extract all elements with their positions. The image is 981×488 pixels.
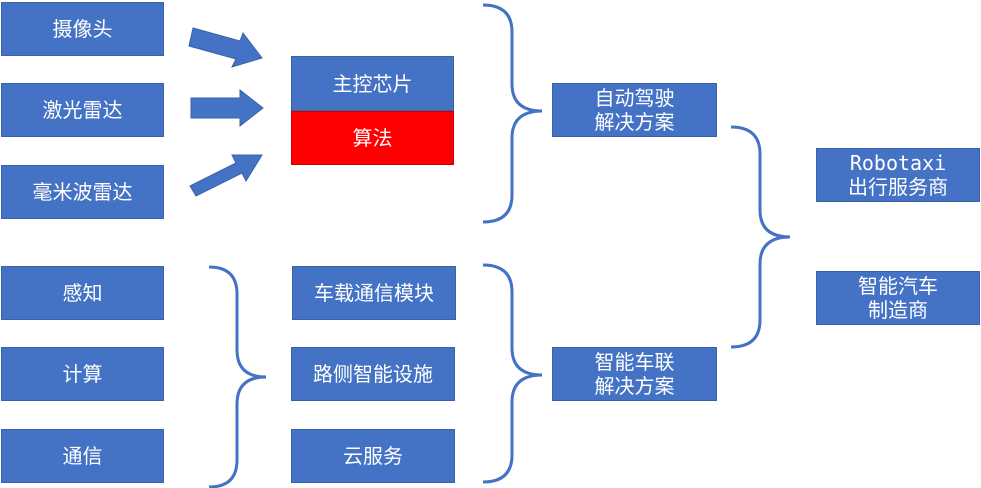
connected-vehicle-line2: 解决方案 <box>594 374 675 398</box>
brace-capabilities <box>208 265 267 488</box>
arrow-lidar-to-chip <box>190 88 264 128</box>
autonomous-driving-line1: 自动驾驶 <box>594 86 675 110</box>
main-chip-label: 主控芯片 <box>332 71 413 96</box>
robotaxi-line1: Robotaxi <box>849 151 947 175</box>
perception-label: 感知 <box>62 281 103 305</box>
roadside-facility-label: 路侧智能设施 <box>313 362 433 386</box>
camera-box: 摄像头 <box>1 2 164 56</box>
brace-to-customers <box>730 125 791 349</box>
mmwave-radar-box: 毫米波雷达 <box>1 165 164 219</box>
robotaxi-line2: 出行服务商 <box>848 175 948 199</box>
communication-label: 通信 <box>62 444 103 468</box>
connected-vehicle-line1: 智能车联 <box>594 350 675 374</box>
roadside-facility-box: 路侧智能设施 <box>291 347 455 401</box>
brace-to-autonomous-driving <box>482 3 543 224</box>
vehicle-comm-module-label: 车载通信模块 <box>314 281 434 305</box>
smart-car-maker-box: 智能汽车 制造商 <box>816 271 980 325</box>
mmwave-radar-label: 毫米波雷达 <box>32 180 133 204</box>
robotaxi-operator-box: Robotaxi 出行服务商 <box>816 148 980 202</box>
autonomous-driving-solution-box: 自动驾驶 解决方案 <box>552 83 717 137</box>
smart-car-maker-line2: 制造商 <box>868 298 928 322</box>
camera-label: 摄像头 <box>52 17 113 41</box>
perception-box: 感知 <box>1 266 164 320</box>
algorithm-box: 算法 <box>291 111 454 165</box>
brace-to-connected-vehicle <box>482 263 543 484</box>
arrow-camera-to-chip <box>188 27 263 68</box>
lidar-box: 激光雷达 <box>1 83 164 137</box>
cloud-service-box: 云服务 <box>291 429 455 483</box>
cloud-service-label: 云服务 <box>343 444 403 468</box>
autonomous-driving-line2: 解决方案 <box>594 110 675 134</box>
lidar-label: 激光雷达 <box>42 98 123 122</box>
computing-box: 计算 <box>1 347 164 401</box>
main-chip-box: 主控芯片 <box>291 56 454 111</box>
computing-label: 计算 <box>62 362 103 386</box>
algorithm-label: 算法 <box>352 126 393 150</box>
smart-car-maker-line1: 智能汽车 <box>858 274 938 298</box>
arrow-radar-to-chip <box>189 154 263 197</box>
vehicle-comm-module-box: 车载通信模块 <box>292 266 456 320</box>
connected-vehicle-solution-box: 智能车联 解决方案 <box>552 347 717 401</box>
communication-box: 通信 <box>1 429 164 483</box>
